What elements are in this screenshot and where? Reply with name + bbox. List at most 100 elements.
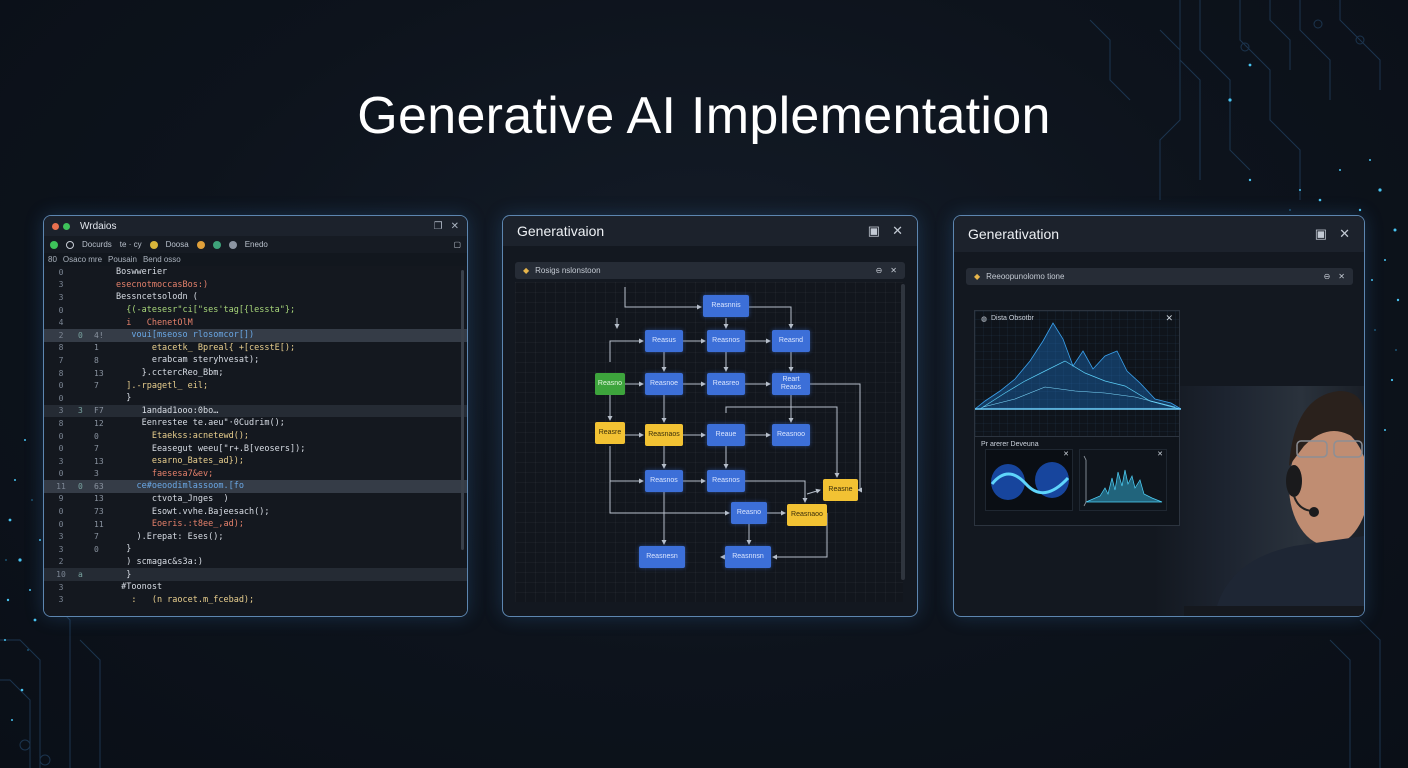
code-window-titlebar[interactable]: Wrdaios ❐ ✕ <box>44 216 467 236</box>
panel-close-icon[interactable]: ✕ <box>1338 272 1345 281</box>
toolbar-item[interactable]: te · cy <box>119 240 142 249</box>
diagram-node[interactable]: Reasne <box>823 479 858 501</box>
close-icon[interactable]: ✕ <box>450 220 459 232</box>
diagram-node[interactable]: Reasno <box>595 373 625 395</box>
diagram-window-titlebar[interactable]: Generativaion ▣ ✕ <box>503 216 917 246</box>
breadcrumb-item[interactable]: Pousain <box>108 255 137 264</box>
viz-window-titlebar[interactable]: Generativation ▣ ✕ <box>954 216 1364 252</box>
diagram-node[interactable]: Reasnaoo <box>787 504 827 526</box>
diagram-node[interactable]: Reasnd <box>772 330 810 352</box>
run-icon[interactable] <box>50 240 58 249</box>
diagram-node[interactable]: Reasnos <box>707 330 745 352</box>
code-text: ctvota_Jnges ) <box>116 493 229 504</box>
code-text: esecnotmoccasBos:) <box>116 279 209 290</box>
panel-settings-icon[interactable]: ⊖ <box>1323 272 1331 281</box>
toolbar-item[interactable]: Doosa <box>165 240 189 249</box>
restore-icon[interactable]: ❐ <box>433 220 443 232</box>
diagram-node[interactable]: Reasus <box>645 330 683 352</box>
maximize-icon[interactable]: ▣ <box>867 223 881 238</box>
diagram-node[interactable]: Reasnnsn <box>725 546 771 568</box>
minimize-dot-icon[interactable] <box>63 222 70 230</box>
toolbar-item[interactable]: Docurds <box>82 240 112 249</box>
diagram-node[interactable]: Reaue <box>707 424 745 446</box>
toolbar-item[interactable]: Enedo <box>244 240 268 249</box>
diagram-node[interactable]: Reasnos <box>645 470 683 492</box>
sub-line-number: F7 <box>94 406 104 416</box>
code-text: : (n raocet.m_fcebad); <box>116 594 255 605</box>
code-editor-window[interactable]: Wrdaios ❐ ✕ Docurds te · cy Doosa Enedo … <box>43 215 468 617</box>
package-icon[interactable] <box>212 240 221 249</box>
diagram-node[interactable]: Reasre <box>595 422 625 444</box>
code-text: voui[mseoso rlosomcor[]) <box>116 330 255 341</box>
flow-diagram-window[interactable]: Generativaion ▣ ✕ ◆ Rosigs nslonstoon ⊖ … <box>502 215 918 617</box>
line-number: 3 <box>58 582 64 592</box>
close-icon[interactable]: ✕ <box>892 223 903 238</box>
diagram-node[interactable]: Reasnesn <box>639 546 685 568</box>
thumbnail-close-icon[interactable]: ✕ <box>1063 451 1069 458</box>
panel-close-icon[interactable]: ✕ <box>890 266 897 275</box>
fold-marker[interactable]: 0 <box>78 330 83 340</box>
chart-title: Dista Obsotbr <box>991 315 1034 322</box>
fold-marker[interactable]: 0 <box>78 481 83 491</box>
diagram-node[interactable]: Reasreo <box>707 373 745 395</box>
code-line[interactable]: 0 {(-atesesr"ci["ses'tag[{lessta"}; <box>44 304 467 317</box>
circle-icon[interactable] <box>66 240 74 249</box>
star-icon[interactable] <box>196 240 205 249</box>
breadcrumb-item[interactable]: Bend osso <box>142 255 181 264</box>
settings-icon[interactable] <box>149 240 158 249</box>
fold-marker[interactable]: a <box>78 570 83 580</box>
diagram-node[interactable]: Reart Reaos <box>772 373 810 395</box>
panel-icon[interactable]: ▢ <box>453 240 461 249</box>
code-text: } <box>116 544 132 555</box>
diagram-node[interactable]: Reasnnis <box>703 295 749 317</box>
breadcrumb-item[interactable]: Osaco mre <box>62 255 103 264</box>
gear-icon[interactable] <box>228 240 237 249</box>
close-dot-icon[interactable] <box>52 222 59 230</box>
diagram-node[interactable]: Reasnaos <box>645 424 683 446</box>
thumbnail-close-icon[interactable]: ✕ <box>1157 451 1163 458</box>
visualization-window[interactable]: Generativation ▣ ✕ ◆ Reeoopunolomo tione… <box>953 215 1365 617</box>
fold-marker[interactable]: 3 <box>78 406 83 416</box>
scrollbar[interactable] <box>901 284 905 580</box>
code-line[interactable]: 3 #Toonost <box>44 581 467 594</box>
code-text: esarno_Bates_ad}); <box>116 456 244 467</box>
sub-line-number: 11 <box>94 519 104 529</box>
code-line[interactable]: 4 i ChenetOlM <box>44 316 467 329</box>
diagram-node[interactable]: Reasnoe <box>645 373 683 395</box>
diagram-node[interactable]: Reasnos <box>707 470 745 492</box>
code-line[interactable]: 2 ) scmagac&s3a:) <box>44 556 467 569</box>
maximize-icon[interactable]: ▣ <box>1314 226 1328 241</box>
diagram-node[interactable]: Reasnoo <box>772 424 810 446</box>
close-icon[interactable]: ✕ <box>1339 226 1350 241</box>
code-line[interactable]: 3 : (n raocet.m_fcebad); <box>44 593 467 606</box>
scrollbar[interactable] <box>461 270 464 550</box>
breadcrumb-item[interactable]: 80 <box>48 255 57 264</box>
diagram-node[interactable]: Reasno <box>731 502 767 524</box>
panel-settings-icon[interactable]: ⊖ <box>875 266 883 275</box>
chart-close-icon[interactable]: ✕ <box>1165 313 1173 323</box>
code-line[interactable]: 0 } <box>44 392 467 405</box>
